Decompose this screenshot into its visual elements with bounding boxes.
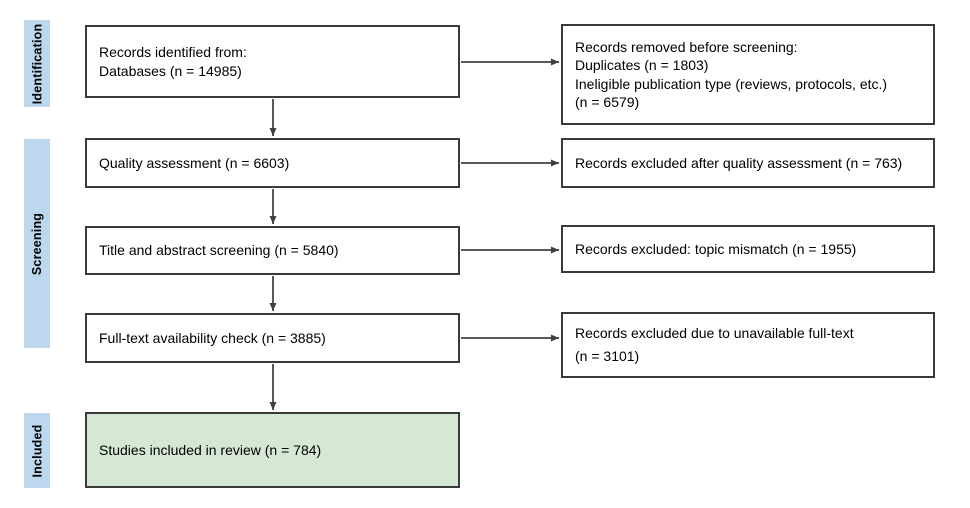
stage-label-text: Screening xyxy=(30,212,44,275)
box-text-line: (n = 3101) xyxy=(575,348,640,364)
exclusion-box-unavailable-fulltext: Records excluded due to unavailable full… xyxy=(561,312,935,378)
stage-label-screening: Screening xyxy=(24,139,50,348)
box-text-line: Databases (n = 14985) xyxy=(99,62,242,79)
stage-label-text: Included xyxy=(30,424,44,477)
box-text-line: Ineligible publication type (reviews, pr… xyxy=(575,75,888,92)
horizontal-arrows xyxy=(461,58,559,342)
box-text-line: Records removed before screening: xyxy=(575,38,798,55)
box-text-line: Records excluded after quality assessmen… xyxy=(575,154,903,171)
flow-box-title-abstract-screening: Title and abstract screening (n = 5840) xyxy=(85,226,460,275)
flow-box-studies-included: Studies included in review (n = 784) xyxy=(85,412,460,488)
box-text-line: Records excluded due to unavailable full… xyxy=(575,325,854,341)
box-text-line: Studies included in review (n = 784) xyxy=(99,441,322,458)
exclusion-box-quality-assessment: Records excluded after quality assessmen… xyxy=(561,138,935,188)
stage-label-included: Included xyxy=(24,413,50,488)
box-text-line: (n = 6579) xyxy=(575,94,640,110)
box-text-line: Quality assessment (n = 6603) xyxy=(99,154,290,171)
exclusion-box-topic-mismatch: Records excluded: topic mismatch (n = 19… xyxy=(561,225,935,273)
box-text-line: Records identified from: xyxy=(99,44,247,60)
box-text-line: Duplicates (n = 1803) xyxy=(575,57,709,73)
box-text-line: Title and abstract screening (n = 5840) xyxy=(99,242,339,259)
flow-box-fulltext-availability: Full-text availability check (n = 3885) xyxy=(85,313,460,363)
stage-label-identification: Identification xyxy=(24,20,50,107)
stage-label-text: Identification xyxy=(30,23,45,104)
exclusion-box-removed-before-screening: Records removed before screening: Duplic… xyxy=(561,24,935,125)
flow-box-records-identified: Records identified from: Databases (n = … xyxy=(85,25,460,98)
flow-box-quality-assessment: Quality assessment (n = 6603) xyxy=(85,138,460,188)
box-text-line: Records excluded: topic mismatch (n = 19… xyxy=(575,240,857,257)
box-text-line: Full-text availability check (n = 3885) xyxy=(99,329,326,346)
